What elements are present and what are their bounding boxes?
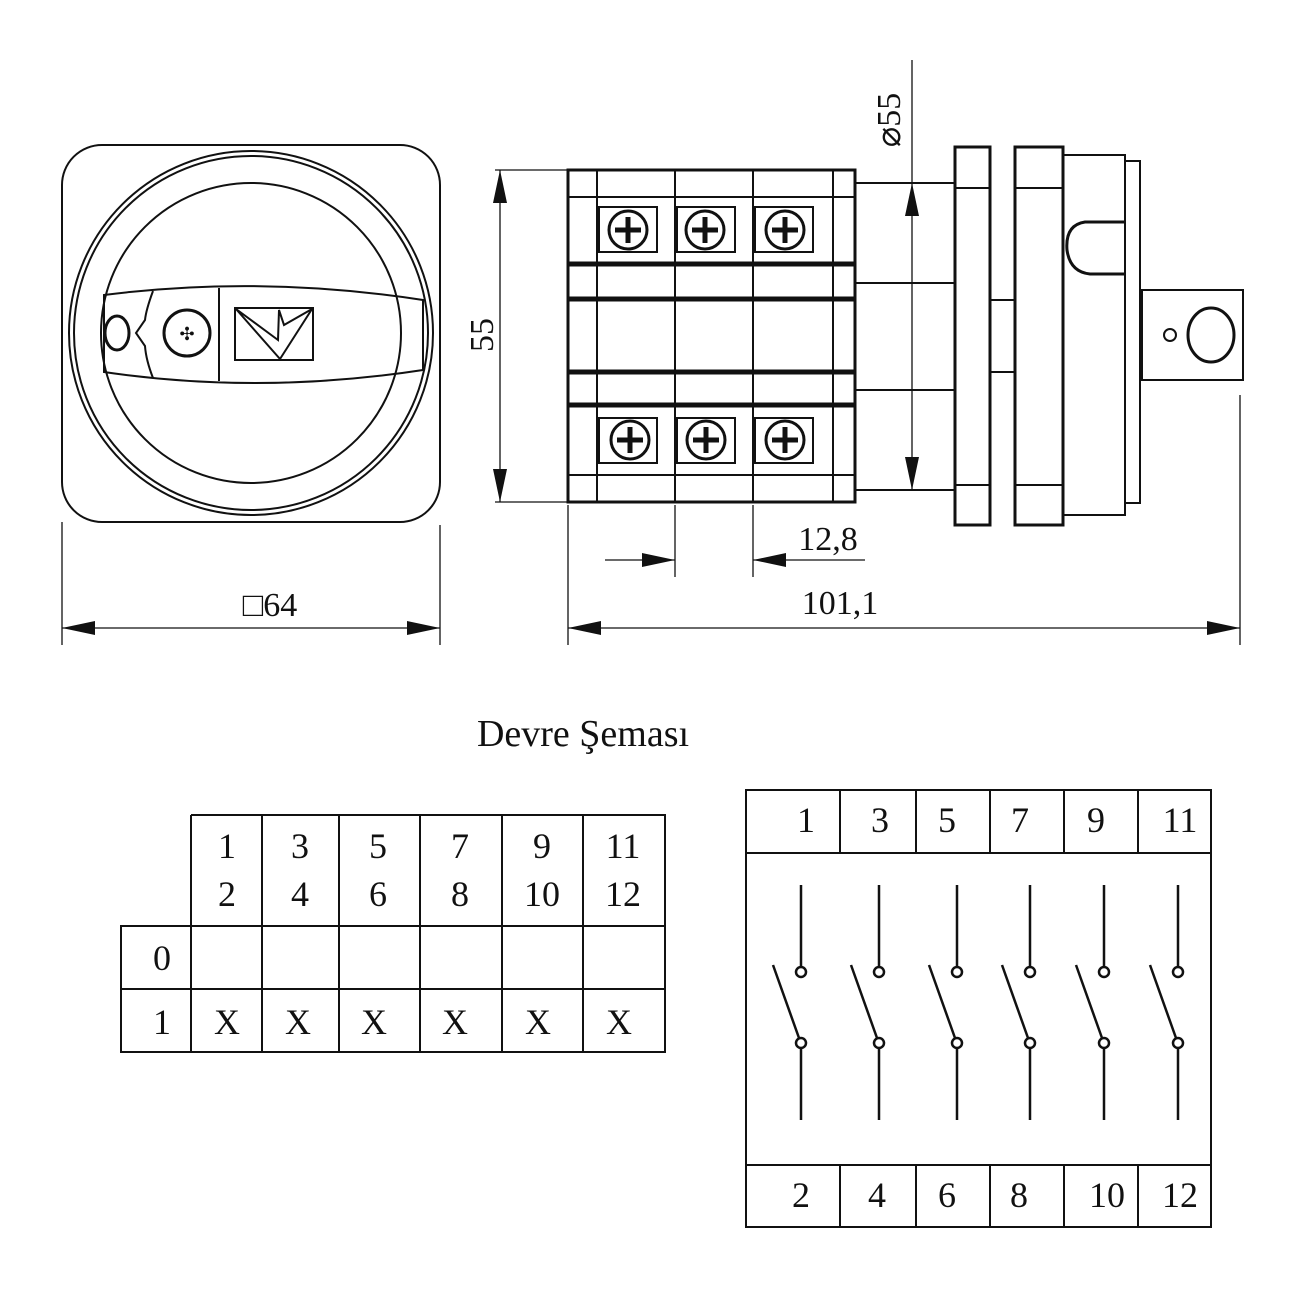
front-view: ✣: [61, 144, 441, 523]
top-terminal-label: 3: [871, 800, 889, 840]
top-terminal-label: 1: [797, 800, 815, 840]
rotary-handle: ✣: [103, 285, 424, 384]
diagram-title: Devre Şeması: [477, 713, 689, 755]
table-cell: X: [525, 1002, 551, 1042]
switch-contact: [927, 885, 964, 1120]
position-label: 0: [153, 938, 171, 978]
switch-contact: [771, 885, 808, 1120]
table-header-bottom: 12: [605, 874, 641, 914]
diameter-dimension: ⌀55: [871, 60, 919, 490]
length-dimension-label: 101,1: [802, 585, 879, 622]
terminal-screws: [598, 206, 814, 464]
bottom-terminal-label: 6: [938, 1175, 956, 1215]
bottom-terminal-label: 4: [868, 1175, 886, 1215]
brand-logo: [234, 307, 314, 361]
switch-contact: [1000, 885, 1037, 1120]
table-header-bottom: 10: [524, 874, 560, 914]
bottom-terminal-label: 2: [792, 1175, 810, 1215]
table-header-top: 1: [218, 826, 236, 866]
table-header-bottom: 2: [218, 874, 236, 914]
screw-cross-icon: ✣: [179, 324, 194, 344]
pitch-dimension: 12,8: [605, 505, 865, 577]
top-terminal-label: 11: [1163, 800, 1198, 840]
position-label: 1: [153, 1002, 171, 1042]
bottom-terminal-label: 10: [1089, 1175, 1125, 1215]
table-header-bottom: 4: [291, 874, 309, 914]
table-header-top: 5: [369, 826, 387, 866]
top-terminal-label: 5: [938, 800, 956, 840]
switching-table: [120, 814, 666, 1053]
switch-contact: [1074, 885, 1111, 1120]
switch-contact: [1148, 885, 1185, 1120]
pitch-dimension-label: 12,8: [798, 521, 858, 558]
table-header-top: 3: [291, 826, 309, 866]
screw-icon: [162, 308, 212, 358]
table-cell: X: [442, 1002, 468, 1042]
circuit-diagram: [745, 789, 1212, 1228]
bottom-terminal-label: 8: [1010, 1175, 1028, 1215]
height-dimension-label: 55: [464, 318, 501, 352]
table-header-bottom: 6: [369, 874, 387, 914]
switch-contact: [849, 885, 886, 1120]
bottom-terminal-label: 12: [1162, 1175, 1198, 1215]
table-cell: X: [606, 1002, 632, 1042]
table-header-top: 11: [606, 826, 641, 866]
table-header-top: 7: [451, 826, 469, 866]
front-square-dimension-label: □64: [243, 587, 298, 624]
table-cell: X: [214, 1002, 240, 1042]
table-header-top: 9: [533, 826, 551, 866]
side-view: [566, 145, 1244, 527]
top-terminal-label: 9: [1087, 800, 1105, 840]
table-cell: X: [285, 1002, 311, 1042]
length-dimension: 101,1: [567, 395, 1241, 645]
table-header-bottom: 8: [451, 874, 469, 914]
table-cell: X: [361, 1002, 387, 1042]
diameter-dimension-label: ⌀55: [871, 93, 908, 147]
top-terminal-label: 7: [1011, 800, 1029, 840]
front-width-dimension: □64: [61, 522, 441, 645]
height-dimension: 55: [464, 169, 568, 503]
padlock-hole-icon: [103, 314, 131, 352]
switch-contacts: [771, 885, 1185, 1120]
